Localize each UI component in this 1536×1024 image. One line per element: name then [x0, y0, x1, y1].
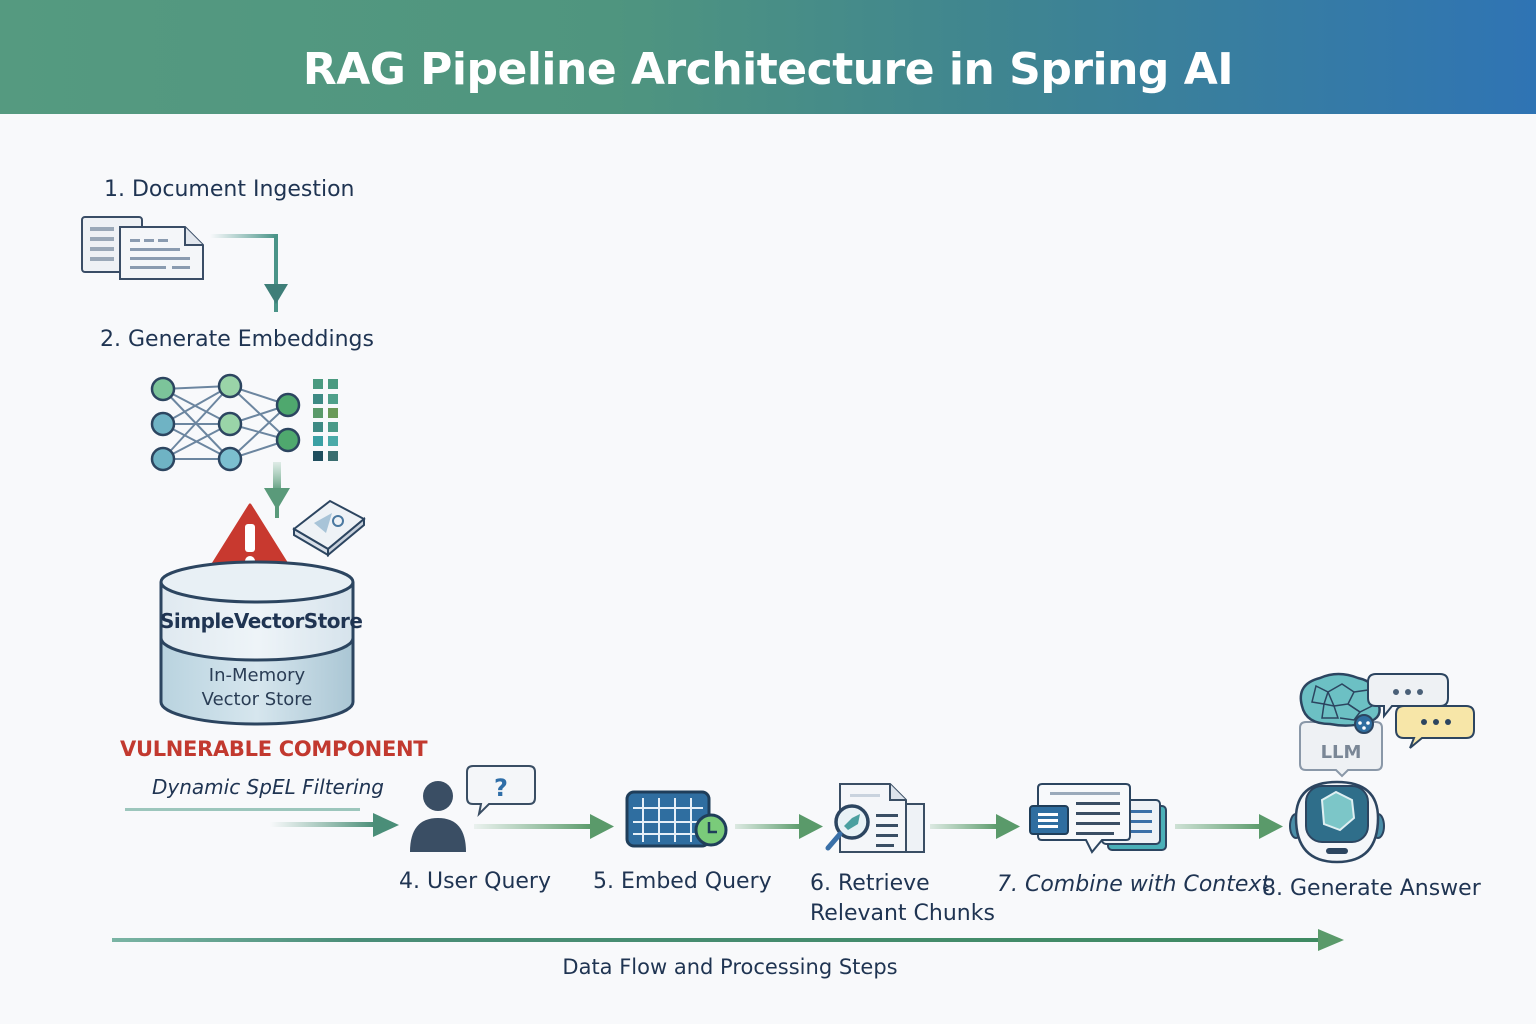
plugin-chip-icon: [292, 499, 366, 558]
documents-icon: [81, 216, 204, 280]
embed-grid-icon: [625, 790, 728, 848]
flow-arrow-to-user-query: [125, 808, 399, 837]
vector-store-cylinder: [159, 560, 355, 726]
retrieve-document-search-icon: [825, 783, 925, 853]
step-6-label-line2: Relevant Chunks: [810, 901, 995, 926]
llm-label-box: LLM: [1299, 721, 1383, 778]
vector-store-subtitle-line2: Vector Store: [201, 689, 313, 710]
data-flow-arrow: [112, 929, 1344, 951]
vector-store-subtitle: In-Memory Vector Store: [160, 664, 354, 712]
step-2-label: 2. Generate Embeddings: [100, 327, 374, 352]
flow-arrow-7-8: [1175, 814, 1283, 839]
question-bubble-icon: ?: [466, 765, 536, 818]
data-flow-label: Data Flow and Processing Steps: [562, 955, 898, 979]
flow-arrow-6-7: [930, 814, 1020, 839]
step-7-label: 7. Combine with Context: [997, 872, 1271, 897]
step-8-label: 8. Generate Answer: [1262, 876, 1481, 901]
flow-arrow-4-5: [474, 814, 614, 839]
step-5-label: 5. Embed Query: [593, 869, 772, 894]
robot-icon: [1289, 780, 1385, 864]
elbow-arrow-icon: [210, 234, 288, 312]
neural-network-icon: [150, 373, 338, 472]
step-4-label: 4. User Query: [399, 869, 551, 894]
step-6-label-line1: 6. Retrieve: [810, 871, 930, 896]
chat-bubble-yellow-icon: [1395, 705, 1475, 749]
step-6-label: 6. Retrieve Relevant Chunks: [810, 869, 995, 929]
vulnerable-component-label: VULNERABLE COMPONENT: [120, 737, 428, 761]
llm-label: LLM: [1321, 742, 1362, 763]
flow-arrow-5-6: [735, 814, 823, 839]
vector-store-name: SimpleVectorStore: [160, 609, 363, 633]
llm-answer-icon: LLM: [1289, 672, 1475, 864]
step-1-label: 1. Document Ingestion: [104, 177, 355, 202]
combine-context-icon: [1029, 783, 1167, 854]
page-title: RAG Pipeline Architecture in Spring AI: [302, 44, 1234, 95]
spel-filtering-note: Dynamic SpEL Filtering: [152, 775, 385, 799]
down-arrow-icon: [264, 462, 290, 518]
user-icon: ?: [410, 765, 536, 852]
question-mark: ?: [494, 774, 508, 802]
header-banner: RAG Pipeline Architecture in Spring AI: [0, 0, 1536, 114]
vector-store-subtitle-line1: In-Memory: [208, 665, 306, 686]
